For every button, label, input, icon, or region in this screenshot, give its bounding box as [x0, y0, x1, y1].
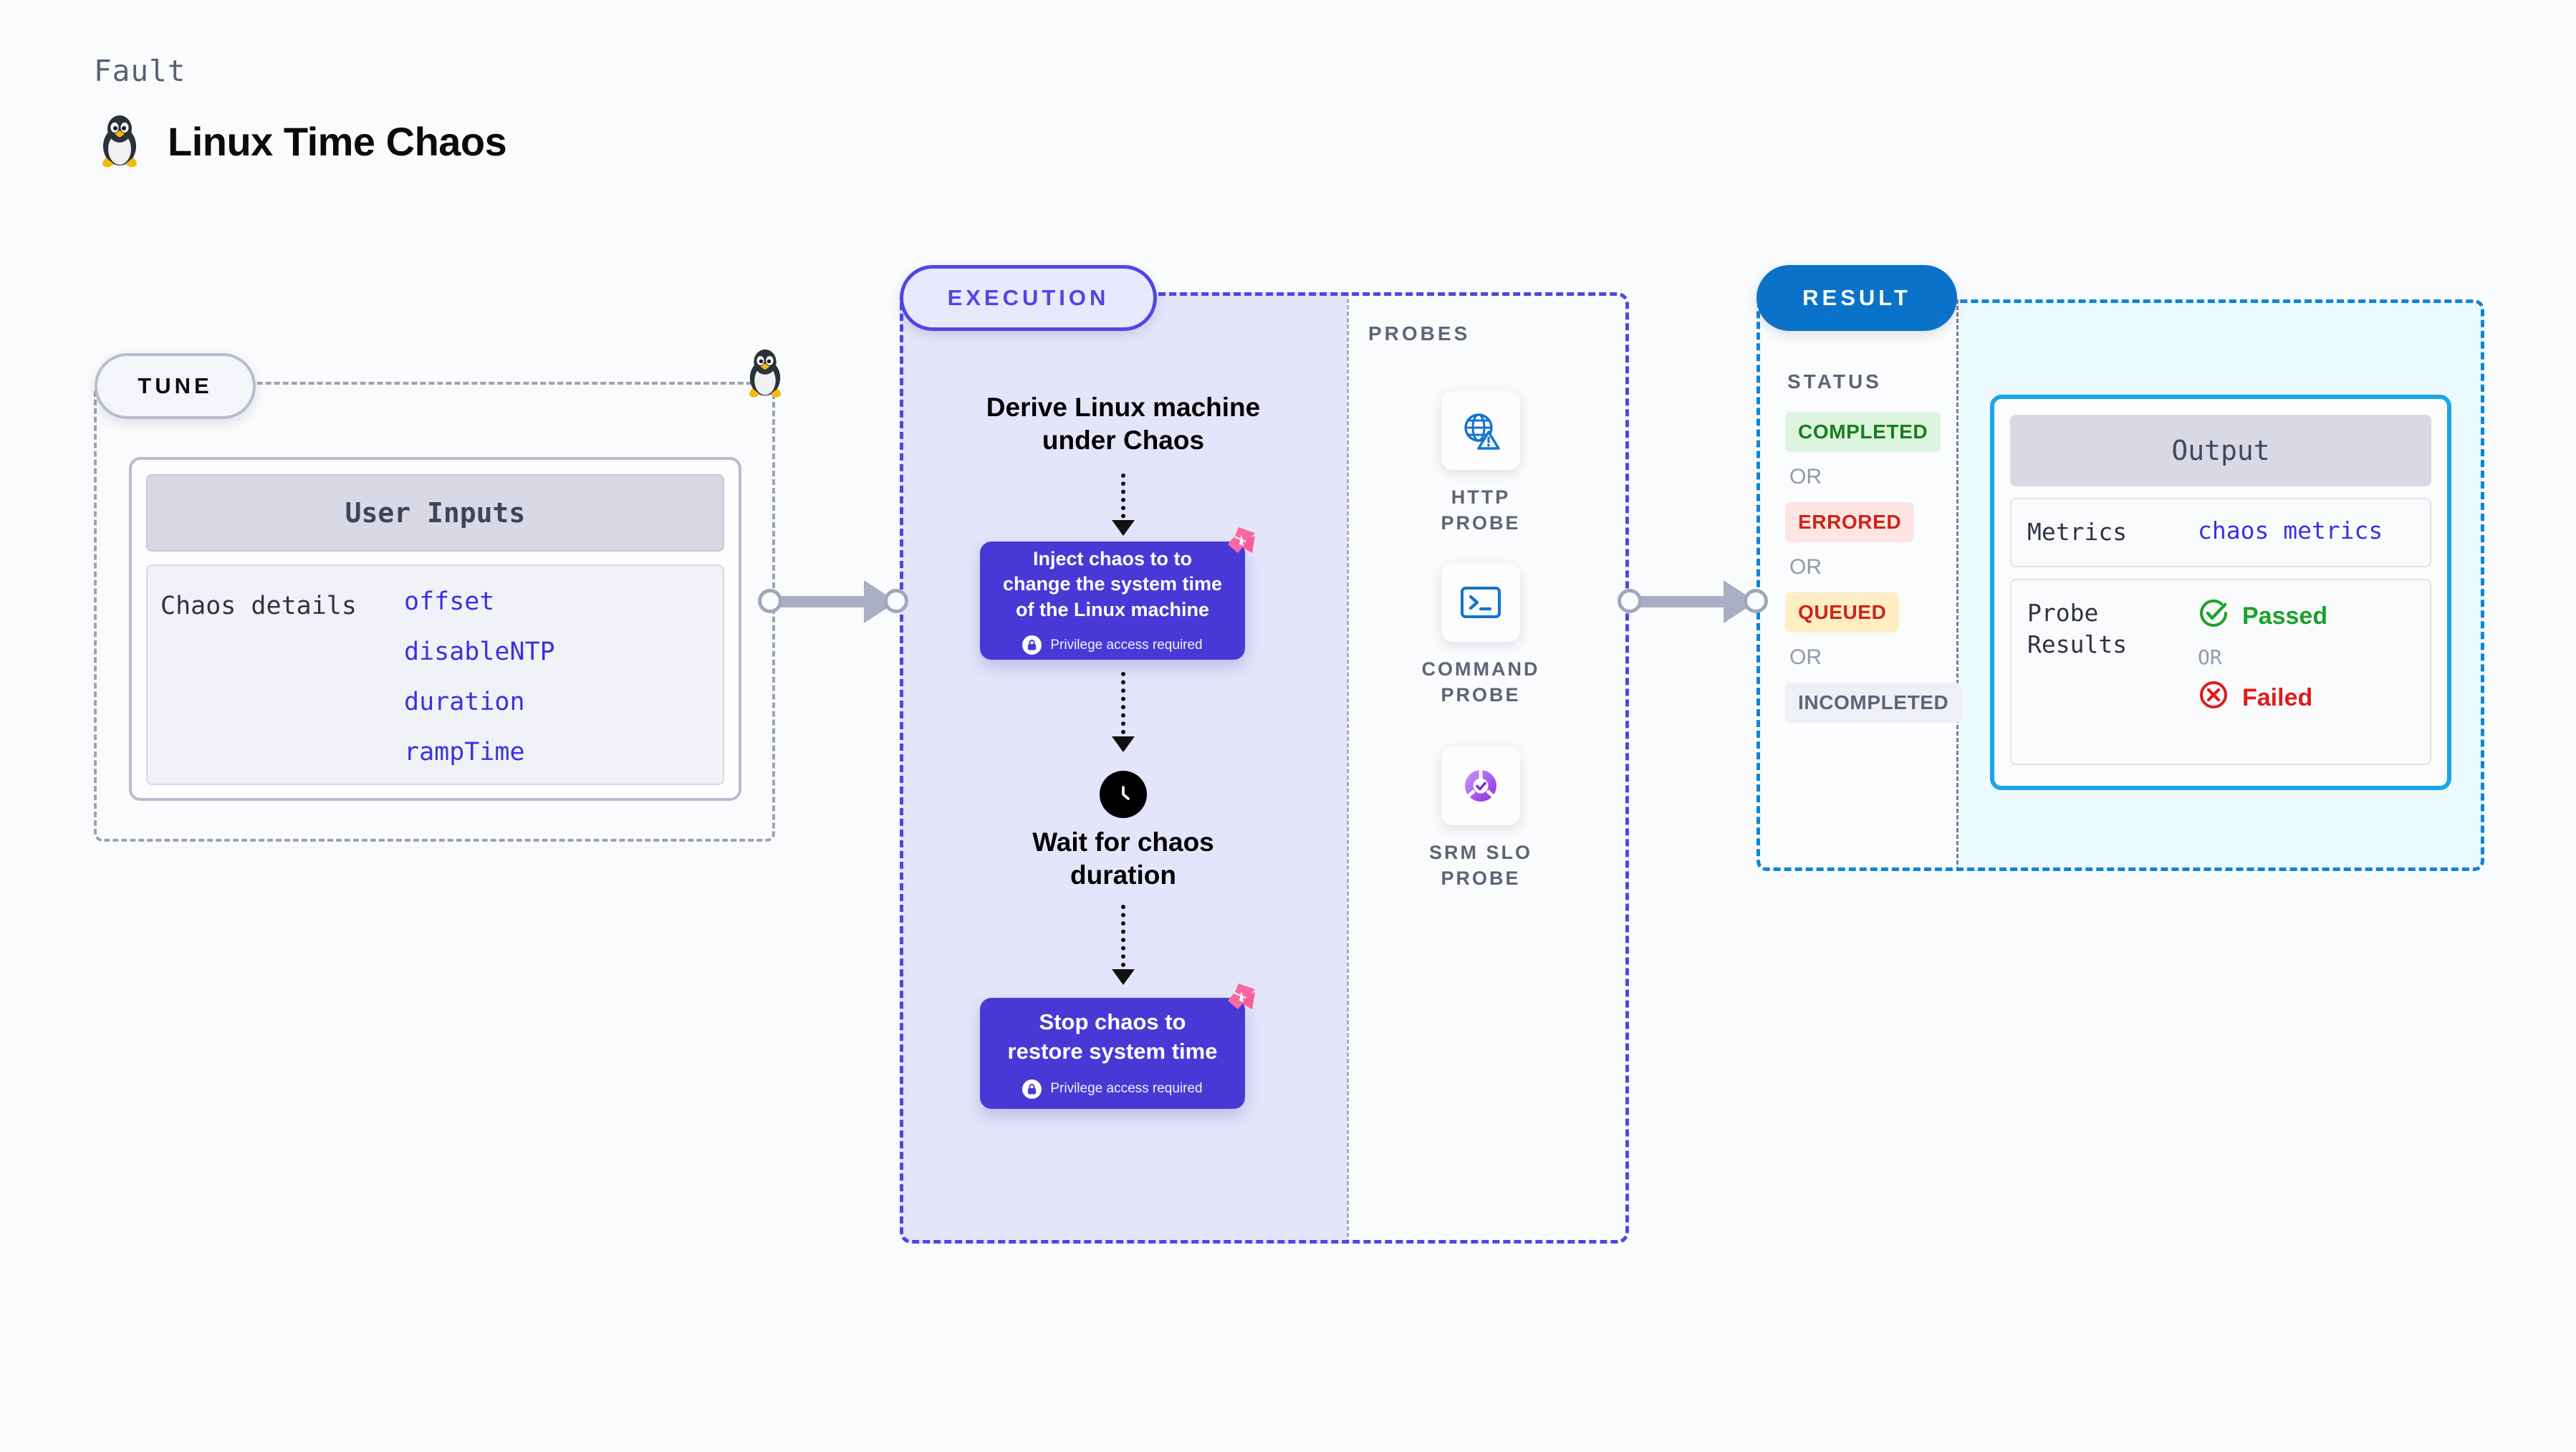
chaos-node-inject-text: Inject chaos to to change the system tim… [1002, 547, 1223, 620]
lock-icon [1022, 1079, 1042, 1099]
connector-execution-to-result [1618, 580, 1768, 623]
linux-penguin-icon [97, 113, 142, 169]
probe-srm-slo-label: SRM SLO PROBE [1428, 842, 1532, 890]
lock-icon [1022, 635, 1042, 655]
flow-arrow-3 [1112, 905, 1135, 985]
flow-arrow-2 [1112, 672, 1135, 752]
privilege-note: Privilege access required [1022, 635, 1203, 655]
status-or-3: OR [1789, 645, 1822, 669]
probe-result-or: OR [2198, 645, 2222, 669]
status-badge-completed: COMPLETED [1785, 412, 1941, 452]
page-title: Linux Time Chaos [168, 118, 507, 164]
execution-section-panel [900, 292, 1629, 1244]
probe-result-passed-label: Passed [2242, 602, 2328, 630]
chaos-node-inject[interactable]: Inject chaos to to change the system tim… [980, 527, 1255, 660]
input-offset: offset [404, 587, 495, 616]
input-ramptime: rampTime [404, 738, 525, 766]
privilege-note-text: Privilege access required [1050, 1081, 1203, 1097]
probe-result-failed: Failed [2198, 679, 2327, 717]
input-duration: duration [404, 688, 525, 716]
x-circle-icon [2198, 679, 2229, 717]
output-title: Output [2010, 415, 2431, 486]
page-title-row: Linux Time Chaos [97, 113, 507, 169]
terminal-icon [1441, 563, 1520, 642]
flow-arrow-1 [1112, 473, 1135, 536]
status-badge-errored: ERRORED [1785, 502, 1915, 542]
harness-logo-icon [1219, 524, 1258, 567]
probe-http[interactable]: HTTP PROBE [1409, 391, 1552, 537]
chaos-node-stop[interactable]: Stop chaos to restore system time Privil… [980, 984, 1255, 1109]
execution-flow: Derive Linux machine under Chaos Inject … [900, 292, 1347, 1244]
linux-penguin-icon [744, 347, 786, 403]
output-card: Output Metrics chaos metrics Probe Resul… [1990, 395, 2451, 790]
user-inputs-body: Chaos details offset disableNTP duration… [146, 564, 724, 785]
probes-title: PROBES [1368, 322, 1471, 345]
probe-command[interactable]: COMMAND PROBE [1409, 563, 1552, 708]
status-list: COMPLETED OR ERRORED OR QUEUED OR INCOMP… [1785, 412, 1962, 723]
probe-srm-slo[interactable]: SRM SLO PROBE [1409, 746, 1552, 892]
wait-label: Wait for chaos duration [1032, 827, 1214, 890]
probe-results-key: Probe Results [2027, 598, 2128, 659]
metrics-key: Metrics [2027, 518, 2128, 546]
globe-alert-icon [1441, 391, 1520, 470]
clock-icon [1100, 771, 1147, 818]
chaos-details-key: Chaos details [160, 592, 357, 620]
result-badge[interactable]: RESULT [1756, 265, 1957, 331]
result-section-panel [1756, 299, 2484, 871]
slo-gauge-icon [1441, 746, 1520, 825]
probe-result-passed: Passed [2198, 597, 2327, 635]
chaos-details-values: offset disableNTP duration rampTime [404, 587, 555, 784]
harness-logo-icon [1219, 981, 1258, 1023]
status-or-1: OR [1789, 465, 1822, 489]
probe-results-values: Passed OR Failed [2198, 597, 2327, 717]
flow-title: Derive Linux machine under Chaos [986, 393, 1261, 456]
probe-command-label: COMMAND PROBE [1421, 658, 1540, 706]
chaos-node-stop-text: Stop chaos to restore system time [1007, 1009, 1218, 1064]
user-inputs-title: User Inputs [146, 474, 724, 552]
output-row-metrics: Metrics chaos metrics [2010, 498, 2431, 567]
output-row-probe-results: Probe Results Passed OR [2010, 578, 2431, 765]
probe-result-failed-label: Failed [2242, 683, 2313, 711]
check-circle-icon [2198, 597, 2229, 635]
user-inputs-card: User Inputs Chaos details offset disable… [129, 457, 741, 801]
status-badge-incompleted: INCOMPLETED [1785, 683, 1962, 723]
connector-tune-to-execution [758, 580, 910, 623]
tune-badge[interactable]: TUNE [95, 353, 256, 419]
metrics-value: chaos metrics [2198, 516, 2383, 544]
execution-badge[interactable]: EXECUTION [900, 265, 1157, 331]
status-badge-queued: QUEUED [1785, 592, 1900, 633]
privilege-note: Privilege access required [1022, 1079, 1203, 1099]
status-or-2: OR [1789, 555, 1822, 579]
probe-http-label: HTTP PROBE [1441, 486, 1521, 534]
probes-divider [1347, 292, 1629, 1244]
input-disablentp: disableNTP [404, 638, 555, 666]
status-column [1756, 299, 1959, 871]
privilege-note-text: Privilege access required [1050, 637, 1203, 653]
status-title: STATUS [1787, 370, 1882, 393]
page-kicker: Fault [94, 54, 186, 88]
